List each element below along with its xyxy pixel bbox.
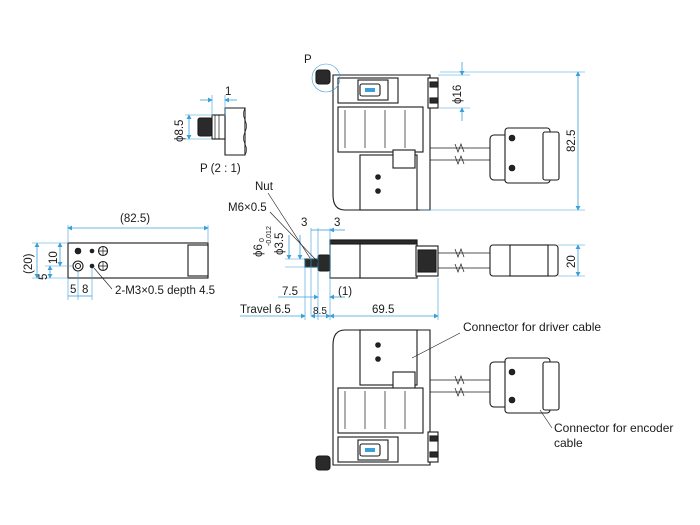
label-phi6-tol-lower: -0.012: [266, 226, 273, 246]
label-tap: 2-M3×0.5 depth 4.5: [115, 285, 215, 297]
callout-encoder-connector-line2: cable: [554, 436, 583, 450]
label-m6: M6×0.5: [228, 202, 267, 214]
label-1: 1: [225, 86, 231, 98]
label-5-horizontal: 5: [70, 284, 76, 296]
top-view: [311, 62, 585, 211]
label-phi6-tol-upper: 0: [259, 238, 266, 242]
label-82-5-vertical: 82.5: [566, 130, 578, 152]
label-8-horizontal: 8: [82, 284, 88, 296]
label-20-paren: (20): [23, 253, 35, 274]
label-3-right: 3: [334, 217, 340, 229]
end-view: [32, 225, 209, 300]
label-p: P: [304, 54, 312, 66]
label-82-5-paren: (82.5): [120, 213, 150, 225]
label-p-scale: P (2 : 1): [200, 163, 241, 175]
label-69-5: 69.5: [372, 304, 394, 316]
callout-encoder-connector-line1: Connector for encoder: [554, 421, 673, 435]
label-phi8-5: ϕ8.5: [174, 120, 186, 142]
label-1-paren: (1): [338, 286, 352, 298]
label-20-vertical: 20: [566, 255, 578, 268]
callout-driver-connector: Connector for driver cable: [463, 320, 601, 334]
label-10-vertical: 10: [48, 251, 60, 264]
label-nut: Nut: [255, 181, 274, 193]
detail-p: [185, 95, 247, 156]
label-8-5: 8.5: [313, 306, 327, 317]
side-view: [240, 192, 585, 320]
label-7-5: 7.5: [282, 286, 298, 298]
label-travel: Travel 6.5: [240, 304, 291, 316]
bottom-view: [315, 329, 560, 471]
label-phi3-5: ϕ3.5: [274, 233, 286, 255]
label-3-left: 3: [301, 217, 307, 229]
label-5-vertical: 5: [38, 274, 50, 280]
label-phi6: ϕ6: [253, 244, 265, 257]
label-phi16: ϕ16: [452, 85, 464, 104]
